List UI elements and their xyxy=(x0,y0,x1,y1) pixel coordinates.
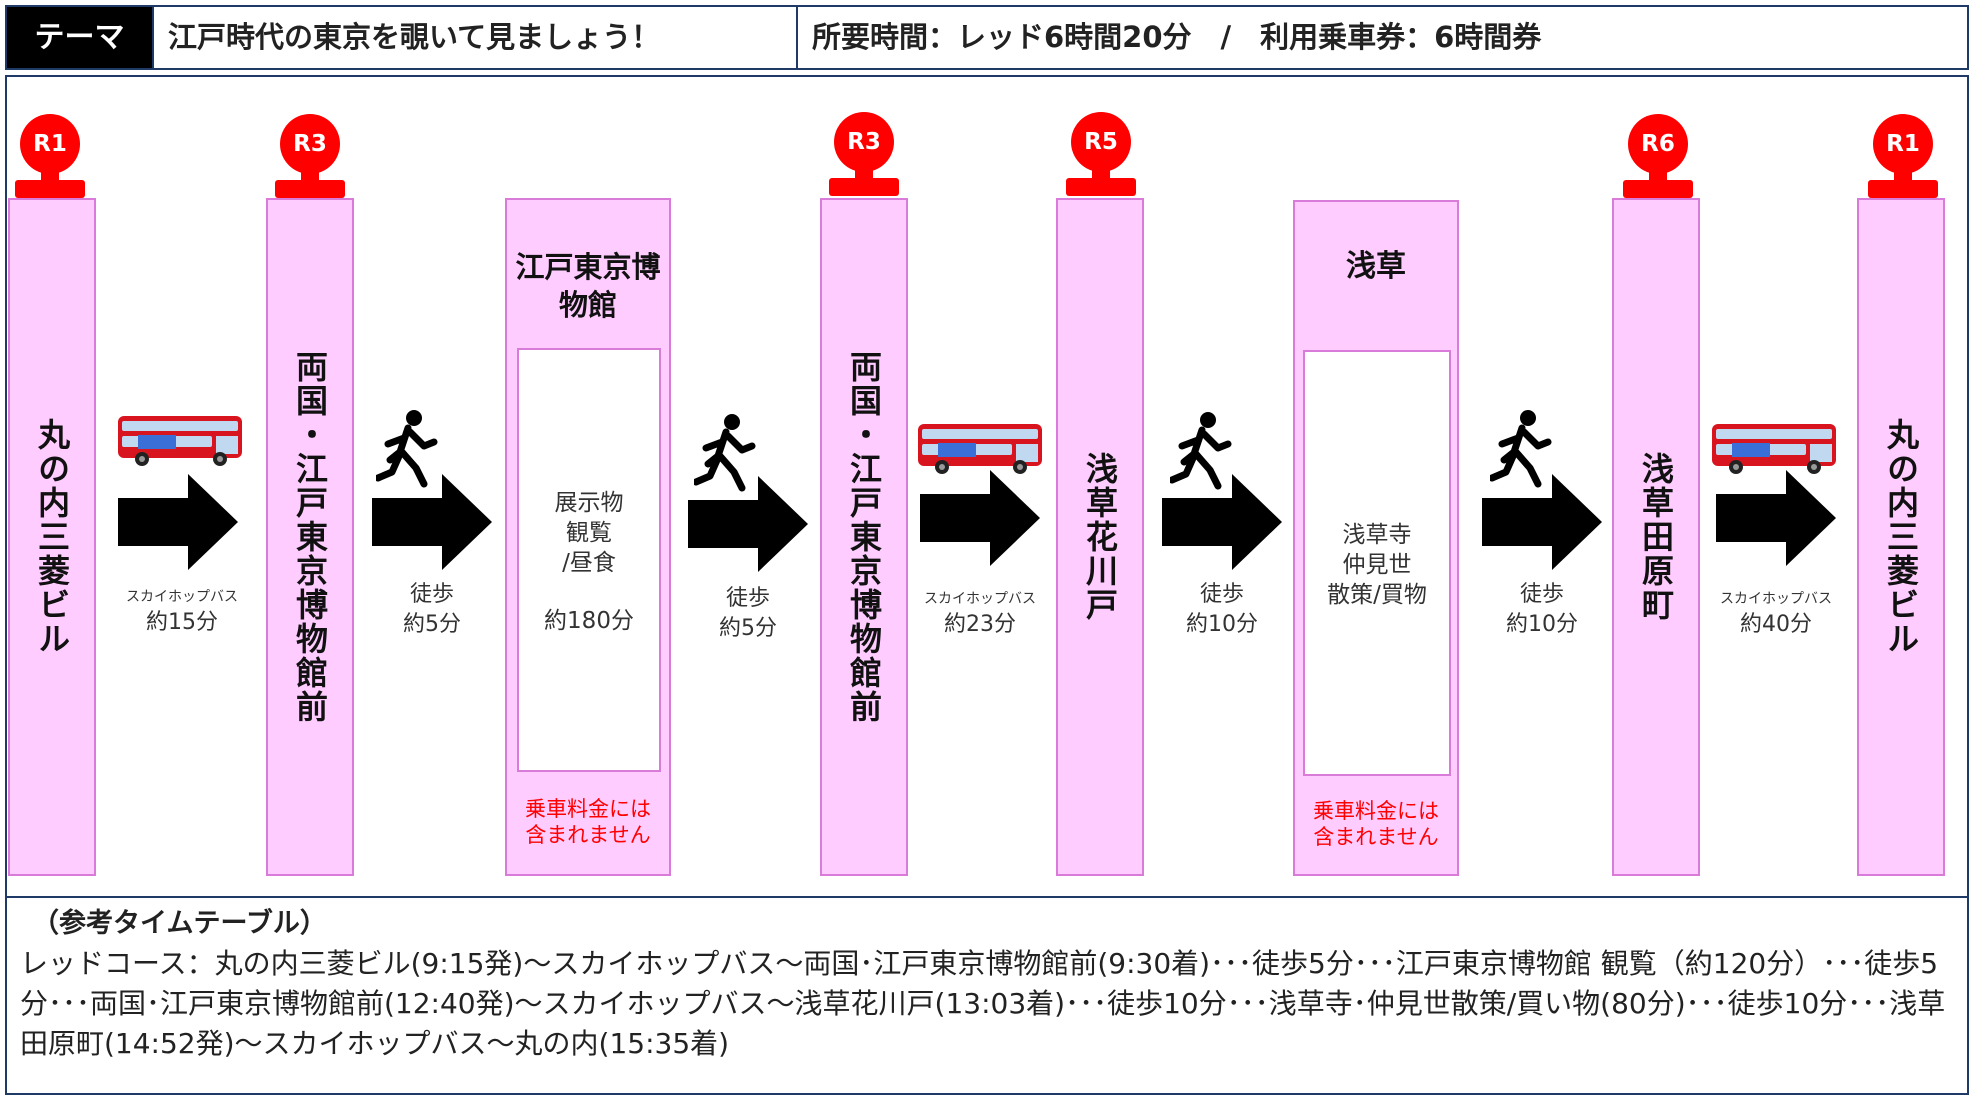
header-divider xyxy=(152,7,154,68)
stop-name: 両国・江戸東京博物館前 xyxy=(291,350,329,724)
activity-detail-box: 浅草寺 仲見世 散策/買物 xyxy=(1303,350,1451,776)
connector-time: 約23分 xyxy=(944,612,1016,637)
stop-column: 浅草花川戸 xyxy=(1056,198,1144,876)
pin-base xyxy=(1066,178,1136,196)
pin-icon xyxy=(280,114,340,174)
frame-separator xyxy=(5,896,1969,898)
activity-title: 浅草 xyxy=(1346,249,1406,284)
bus-icon xyxy=(118,416,242,466)
activity-duration: 約180分 xyxy=(544,608,634,634)
stop-column: 両国・江戸東京博物館前 xyxy=(266,198,354,876)
pin-base xyxy=(1623,180,1693,198)
bus-icon xyxy=(1712,424,1836,474)
timetable-body: レッドコース：丸の内三菱ビル(9:15発)～スカイホップバス～両国･江戸東京博物… xyxy=(20,947,1946,1060)
pin-neck xyxy=(41,169,59,183)
connector-time: 約5分 xyxy=(719,616,777,641)
fare-note: 乗車料金には xyxy=(1313,799,1439,823)
connector-mode: 徒歩 xyxy=(409,582,454,607)
pin-neck xyxy=(1649,169,1667,183)
header-divider xyxy=(796,7,798,68)
pin-icon xyxy=(834,112,894,172)
arrow-right-icon xyxy=(372,474,492,570)
stop-badge: R5 xyxy=(1066,112,1136,196)
stop-name: 丸の内三菱ビル xyxy=(33,418,71,656)
fare-note: 含まれません xyxy=(525,823,651,847)
stop-column: 丸の内三菱ビル xyxy=(1857,198,1945,876)
arrow-right-icon xyxy=(118,474,238,570)
activity-line: 観覧 xyxy=(566,520,612,546)
pin-neck xyxy=(1894,169,1912,183)
connector-mode: 徒歩 xyxy=(1199,582,1244,607)
fare-note: 含まれません xyxy=(1313,825,1439,849)
stop-badge-label: R1 xyxy=(33,131,67,157)
stop-column: 浅草田原町 xyxy=(1612,198,1700,876)
walker-icon xyxy=(376,410,438,488)
activity-line: 仲見世 xyxy=(1342,552,1412,578)
header-bar xyxy=(5,5,1969,70)
pin-base xyxy=(15,180,85,198)
connector-mode: 徒歩 xyxy=(1519,582,1564,607)
stop-badge: R3 xyxy=(275,114,345,198)
bus-icon xyxy=(918,424,1042,474)
stop-name: 浅草田原町 xyxy=(1637,452,1675,622)
connector-time: 約10分 xyxy=(1506,612,1578,637)
connector-mode: スカイホップバス xyxy=(1720,591,1832,607)
stop-badge-label: R5 xyxy=(1084,129,1118,155)
pin-base xyxy=(275,180,345,198)
activity-column: 江戸東京博物館 展示物 観覧 /昼食 約180分 乗車料金には 含まれません xyxy=(505,198,671,876)
pin-base xyxy=(829,178,899,196)
duration-ticket-info: 所要時間：レッド6時間20分 / 利用乗車券：6時間券 xyxy=(812,20,1542,54)
stop-badge: R1 xyxy=(15,114,85,198)
stop-name: 丸の内三菱ビル xyxy=(1882,418,1920,656)
stop-badge-label: R1 xyxy=(1886,131,1920,157)
pin-icon xyxy=(1628,114,1688,174)
pin-icon xyxy=(1873,114,1933,174)
pin-base xyxy=(1868,180,1938,198)
activity-title: 江戸東京博物館 xyxy=(515,250,661,322)
arrow-right-icon xyxy=(1482,474,1602,570)
walker-icon xyxy=(1170,412,1232,490)
walker-icon xyxy=(694,414,756,492)
pin-neck xyxy=(301,169,319,183)
stop-name: 両国・江戸東京博物館前 xyxy=(845,350,883,724)
arrow-right-icon xyxy=(1716,470,1836,566)
pin-neck xyxy=(855,167,873,181)
pin-icon xyxy=(20,114,80,174)
connector-time: 約15分 xyxy=(146,610,218,635)
stop-badge-label: R3 xyxy=(293,131,327,157)
walker-icon xyxy=(1490,410,1552,488)
stop-badge: R1 xyxy=(1868,114,1938,198)
timetable-title: （参考タイムテーブル） xyxy=(32,908,327,939)
arrow-right-icon xyxy=(1162,474,1282,570)
connector-time: 約10分 xyxy=(1186,612,1258,637)
activity-column: 浅草 浅草寺 仲見世 散策/買物 乗車料金には 含まれません xyxy=(1293,200,1459,876)
activity-line: 浅草寺 xyxy=(1342,522,1412,548)
connector-time: 約40分 xyxy=(1740,612,1812,637)
diagram-frame xyxy=(5,75,1969,1095)
stop-badge: R3 xyxy=(829,112,899,196)
fare-note: 乗車料金には xyxy=(525,797,651,821)
activity-line: /昼食 xyxy=(562,550,616,576)
activity-line: 散策/買物 xyxy=(1327,582,1427,608)
arrow-right-icon xyxy=(688,476,808,572)
activity-detail-box: 展示物 観覧 /昼食 約180分 xyxy=(517,348,661,772)
stop-name: 浅草花川戸 xyxy=(1081,452,1119,622)
stop-badge: R6 xyxy=(1623,114,1693,198)
activity-line: 展示物 xyxy=(554,490,624,516)
connector-mode: 徒歩 xyxy=(725,586,770,611)
stop-badge-label: R3 xyxy=(847,129,881,155)
connector-mode: スカイホップバス xyxy=(924,591,1036,607)
arrow-right-icon xyxy=(920,470,1040,566)
stop-column: 両国・江戸東京博物館前 xyxy=(820,198,908,876)
connector-time: 約5分 xyxy=(403,612,461,637)
connector-mode: スカイホップバス xyxy=(126,589,238,605)
stop-badge-label: R6 xyxy=(1641,131,1675,157)
theme-tag: テーマ xyxy=(7,7,152,68)
theme-title: 江戸時代の東京を覗いて見ましょう！ xyxy=(168,20,661,54)
pin-icon xyxy=(1071,112,1131,172)
pin-neck xyxy=(1092,167,1110,181)
stop-column: 丸の内三菱ビル xyxy=(8,198,96,876)
